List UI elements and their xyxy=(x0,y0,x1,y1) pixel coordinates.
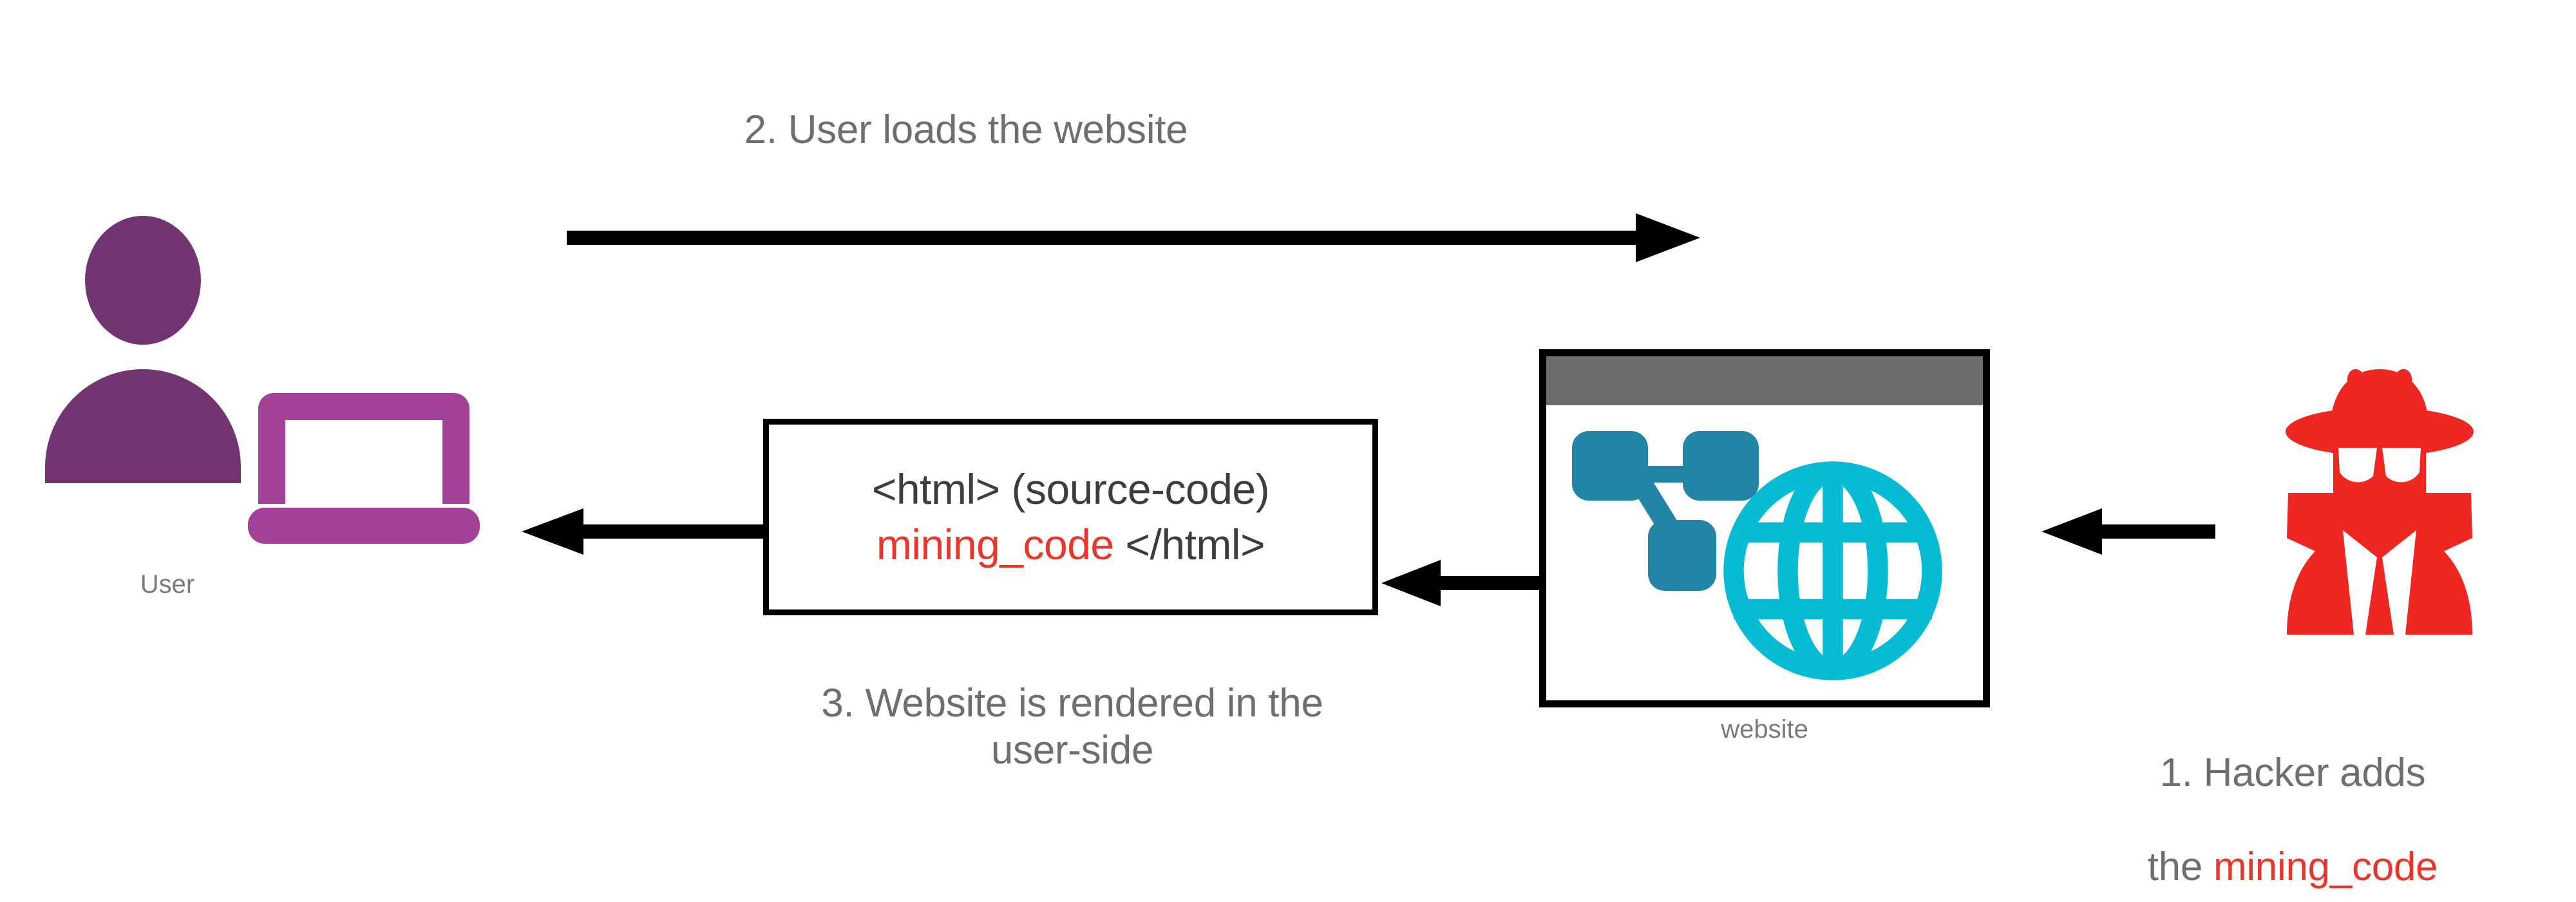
arrow-website-to-codebox xyxy=(1381,551,1546,615)
caption-step-3: 3. Website is rendered in the user-side xyxy=(821,681,1323,773)
laptop-base xyxy=(248,508,480,544)
hacker-shirt xyxy=(2343,530,2416,635)
user-head xyxy=(85,216,201,345)
arrow-head xyxy=(1381,560,1441,606)
sitemap-icon xyxy=(1572,426,1759,597)
hacker-shoulder-left xyxy=(2287,493,2350,564)
code-line-1: <html> (source-code) xyxy=(871,465,1270,513)
user-body xyxy=(45,369,241,483)
caption-mining-code-token: mining_code xyxy=(2213,845,2438,890)
sunglass-lens-right xyxy=(2382,448,2421,483)
sitemap-node-left xyxy=(1572,431,1648,501)
hacker-hat-dent-right xyxy=(2395,369,2412,390)
mining-code-token: mining_code xyxy=(876,520,1114,568)
arrow-shaft xyxy=(576,524,766,539)
shirt-collar-left xyxy=(2343,530,2377,635)
source-code-box: <html> (source-code) mining_code </html> xyxy=(763,419,1378,615)
arrow-shaft xyxy=(567,231,1642,245)
hacker-spy-icon xyxy=(2251,364,2508,638)
arrow-user-to-website xyxy=(567,203,1700,274)
arrow-head xyxy=(1636,213,1700,262)
caption-step-2: 2. User loads the website xyxy=(744,108,1188,152)
code-line-2: mining_code </html> xyxy=(876,517,1265,573)
arrow-head xyxy=(2041,508,2102,555)
caption-step-1-line-2: the mining_code xyxy=(2035,843,2550,890)
hacker-hat-dent-left xyxy=(2347,369,2364,390)
laptop-icon xyxy=(248,380,480,551)
caption-step-1-line-1: 1. Hacker adds xyxy=(2159,751,2426,796)
hacker-sunglasses xyxy=(2338,448,2421,483)
caption-step-1: 1. Hacker adds the mining_code xyxy=(2035,702,2550,902)
shirt-collar-right xyxy=(2382,530,2416,635)
hacker-hat-brim xyxy=(2286,407,2474,456)
website-label: website xyxy=(1721,715,1808,744)
user-label: User xyxy=(140,570,195,599)
html-close-token: </html> xyxy=(1113,520,1265,568)
sunglass-lens-left xyxy=(2338,448,2377,483)
arrow-shaft xyxy=(1433,576,1546,590)
sitemap-node-bottom xyxy=(1648,520,1716,591)
browser-titlebar xyxy=(1546,356,1983,405)
user-person-icon xyxy=(39,213,296,490)
arrow-head xyxy=(522,508,583,555)
arrow-codebox-to-user xyxy=(522,499,766,564)
arrow-hacker-to-website xyxy=(2041,499,2215,564)
laptop-screen xyxy=(258,393,469,504)
globe-icon xyxy=(1720,445,1946,700)
browser-window-icon xyxy=(1539,349,1990,707)
sitemap-node-right xyxy=(1683,431,1759,501)
arrow-shaft xyxy=(2094,524,2215,539)
caption-step-1-the: the xyxy=(2147,845,2213,890)
hacker-body xyxy=(2287,490,2472,635)
hacker-shoulder-right xyxy=(2409,493,2472,564)
user-body-base xyxy=(45,464,241,490)
